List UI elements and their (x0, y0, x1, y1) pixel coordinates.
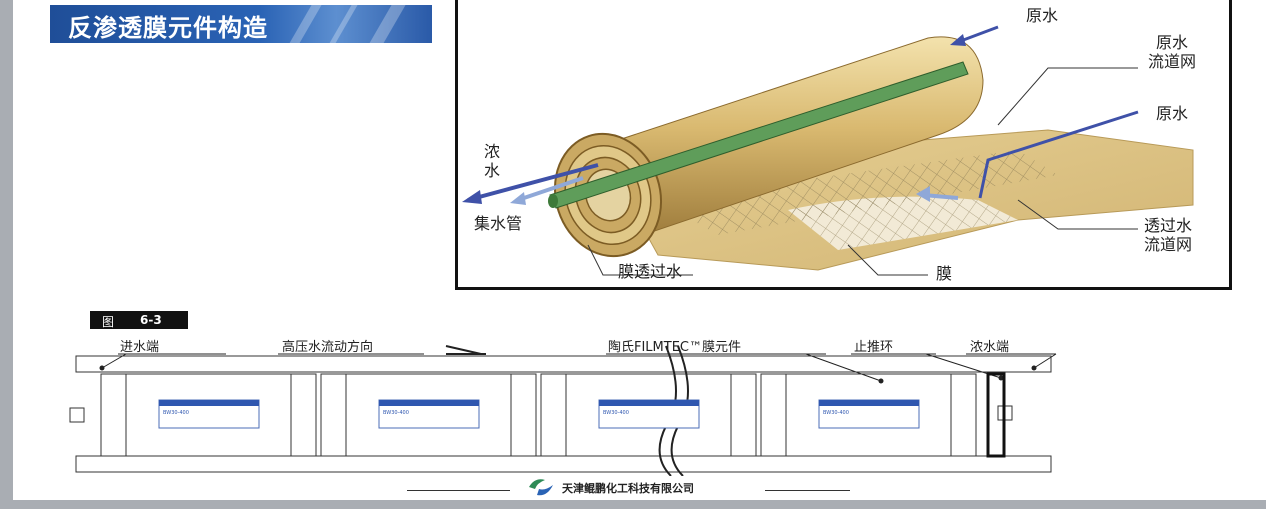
figure-label: 图 6-3 (90, 311, 188, 329)
concentrate-label: 浓 水 (484, 142, 501, 180)
card-2-model: BW30-400 (383, 410, 409, 416)
bottom-frame-bar (0, 500, 1266, 509)
figure-label-prefix: 图 (102, 315, 115, 329)
inlet-end-label: 进水端 (120, 340, 160, 355)
title-banner: 反渗透膜元件构造 (50, 5, 432, 43)
raw-water-top-label: 原水 (1026, 6, 1059, 25)
membrane-label: 膜 (936, 264, 953, 283)
footer-line-left (407, 490, 510, 491)
concentrate-end-label: 浓水端 (970, 340, 1010, 355)
raw-water-channel-label: 原水 流道网 (1148, 33, 1197, 71)
permeate-channel-label: 透过水 流道网 (1144, 216, 1193, 254)
card-1-model: BW30-400 (163, 410, 189, 416)
anti-telescoping-ring-label: 止推环 (854, 340, 894, 355)
company-logo-icon (529, 479, 553, 496)
membrane-permeate-label: 膜透过水 (618, 262, 683, 281)
figure-label-number: 6-3 (140, 313, 162, 327)
company-name: 天津鲲鹏化工科技有限公司 (562, 482, 694, 495)
left-frame-bar (0, 0, 13, 509)
membrane-illustration: 原水 原水 流道网 原水 浓 水 集水管 透过水 流道网 膜透过水 膜 (455, 0, 1232, 290)
collector-pipe-label: 集水管 (474, 214, 523, 233)
card-4-model: BW30-400 (823, 410, 849, 416)
pressure-vessel-diagram: BW30-400 BW30-400 BW30-400 BW30-400 (69, 345, 1057, 476)
flow-direction-label: 高压水流动方向 (282, 340, 374, 355)
raw-water-right-label: 原水 (1156, 104, 1189, 123)
card-3-model: BW30-400 (603, 410, 629, 416)
element-label: 陶氏FILMTEC™膜元件 (608, 340, 742, 355)
footer-line-right (765, 490, 850, 491)
page-title: 反渗透膜元件构造 (68, 14, 268, 42)
